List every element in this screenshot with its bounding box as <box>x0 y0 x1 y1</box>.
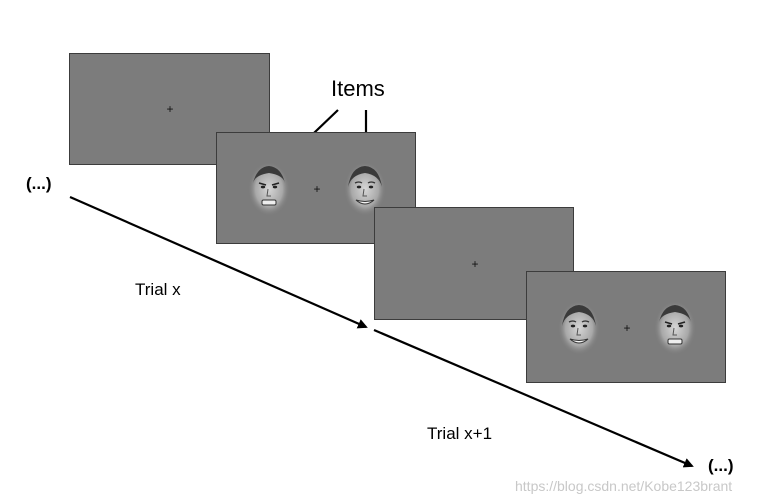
fixation-cross: + <box>471 257 479 271</box>
happy-face-image <box>558 301 600 355</box>
happy-face-image <box>344 162 386 216</box>
trial-x1-label: Trial x+1 <box>427 424 493 443</box>
angry-face-image <box>654 301 696 355</box>
fixation-cross: + <box>623 321 631 335</box>
angry-face-image <box>248 162 290 216</box>
watermark-text: https://blog.csdn.net/Kobe123brant <box>515 478 733 494</box>
timeline-arrow-trial-x <box>69 195 368 329</box>
fixation-cross: + <box>166 102 174 116</box>
faces-screen-2: + <box>526 271 726 383</box>
ellipsis-start-label: (...) <box>26 174 52 193</box>
fixation-cross: + <box>313 182 321 196</box>
ellipsis-end-label: (...) <box>708 456 734 475</box>
faces-screen-1: + <box>216 132 416 244</box>
items-label: Items <box>331 76 385 101</box>
trial-x-label: Trial x <box>135 280 181 299</box>
timeline-arrow-trial-x1 <box>373 328 694 468</box>
